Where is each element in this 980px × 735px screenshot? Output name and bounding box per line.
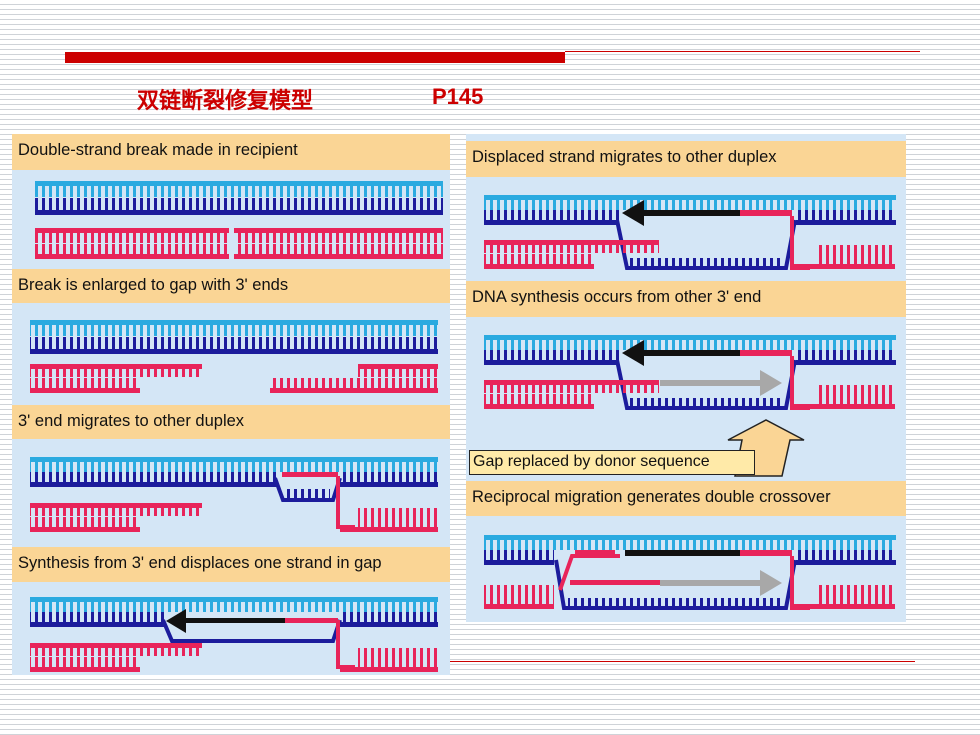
step-label-strand-invasion: 3' end migrates to other duplex bbox=[12, 405, 450, 439]
step-label-displaced-strand: Displaced strand migrates to other duple… bbox=[466, 141, 906, 177]
diagram-gap bbox=[30, 320, 438, 393]
diagram-double-crossover bbox=[484, 535, 896, 610]
diagram-break bbox=[35, 181, 443, 259]
step-label-gap-enlarged: Break is enlarged to gap with 3' ends bbox=[12, 269, 450, 303]
slide-title: 双链断裂修复模型 bbox=[137, 89, 314, 114]
diagram-second-synthesis bbox=[484, 335, 896, 410]
step-label-reciprocal-migration: Reciprocal migration generates double cr… bbox=[466, 481, 906, 516]
diagram-invasion bbox=[30, 457, 438, 532]
diagram-displaced-strand bbox=[484, 195, 896, 270]
title-accent-bar bbox=[65, 52, 565, 63]
gap-replaced-callout: Gap replaced by donor sequence bbox=[469, 450, 755, 475]
diagram-synthesis-displacement bbox=[30, 597, 438, 672]
left-diagram-panel bbox=[12, 134, 450, 675]
step-label-synthesis-displacement: Synthesis from 3' end displaces one stra… bbox=[12, 547, 450, 582]
title-accent-line bbox=[565, 51, 920, 52]
page-reference: P145 bbox=[432, 84, 484, 109]
step-label-dna-synthesis: DNA synthesis occurs from other 3' end bbox=[466, 281, 906, 317]
step-label-double-strand-break: Double-strand break made in recipient bbox=[12, 134, 450, 170]
footer-accent-line bbox=[450, 661, 915, 662]
